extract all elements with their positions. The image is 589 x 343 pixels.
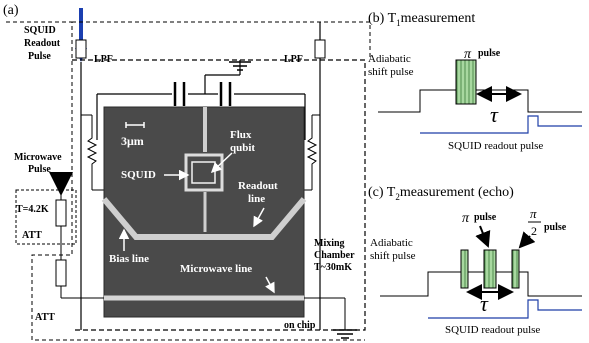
readout-line-label-1: Readout — [238, 180, 278, 192]
panel-c: (c) T2measurement (echo) Adiabatic shift… — [368, 185, 582, 336]
squid-readout-trace-c — [428, 299, 582, 319]
microwave-line-label: Microwave line — [180, 263, 252, 275]
bias-readout-trace — [101, 197, 307, 240]
ground-icon-top — [229, 61, 251, 71]
lpf-right-box — [314, 39, 326, 59]
pi-half-pulse-label: pulse — [544, 222, 567, 233]
pi-symbol-b: π — [464, 47, 472, 62]
mixing-chamber-label-3: T~30mK — [314, 262, 352, 273]
flux-qubit-pointer — [210, 152, 233, 174]
pi-pulse-label-b: pulse — [478, 48, 501, 59]
squid-readout-label-b: SQUID readout pulse — [448, 140, 543, 152]
mixing-chamber-label-1: Mixing — [314, 238, 345, 249]
shift-pulse-b — [378, 89, 486, 113]
panel-a-label: (a) — [3, 3, 19, 18]
lpf-left-box — [75, 39, 87, 59]
adiabatic-label-c-1: Adiabatic — [370, 237, 413, 249]
resistor-right — [306, 130, 318, 170]
stage-4k-boundary — [6, 21, 365, 341]
temperature-label: T=4.2K — [16, 204, 49, 215]
microwave-line-pointer — [265, 276, 275, 294]
att-bottom-label: ATT — [35, 312, 55, 323]
lpf-right-label: LPF — [284, 54, 303, 65]
pi-symbol-c: π — [462, 211, 470, 226]
tau-label-b: τ — [490, 102, 499, 127]
squid-readout-label-1: SQUID — [24, 25, 56, 36]
panel-a: (a) SQUID Readout Pulse LPF LPF — [3, 3, 371, 341]
squid-readout-trace-b — [420, 115, 582, 134]
panel-b-title: (b) T1measurement — [368, 11, 475, 28]
ground-icon-bottom — [333, 329, 357, 339]
resistor-left — [86, 130, 98, 170]
scale-bar-label: 3μm — [121, 134, 144, 148]
adiabatic-label-b-2: shift pulse — [368, 66, 414, 78]
pi-half-den: 2 — [531, 224, 537, 238]
mixing-chamber-boundary — [72, 59, 366, 331]
att-top-label: ATT — [22, 230, 42, 241]
squid-readout-label-2: Readout — [24, 38, 61, 49]
bias-line-label: Bias line — [109, 253, 149, 265]
adiabatic-label-b-1: Adiabatic — [368, 53, 411, 65]
pi-half-pulse-1 — [460, 249, 469, 289]
att-top-box — [55, 199, 67, 227]
mixing-chamber-label-2: Chamber — [314, 250, 355, 261]
squid-readout-label-c: SQUID readout pulse — [445, 324, 540, 336]
shift-pulse-c — [380, 271, 582, 297]
microwave-pulse-label-1: Microwave — [14, 152, 62, 163]
lpf-left-label: LPF — [94, 54, 113, 65]
pi-pulse-c — [483, 249, 497, 289]
stage-4k-top — [72, 21, 371, 60]
att-4k-box — [15, 189, 77, 245]
readout-line-label-2: line — [248, 193, 265, 205]
panel-c-title: (c) T2measurement (echo) — [368, 185, 514, 202]
on-chip-label: on chip — [284, 320, 316, 331]
squid-label: SQUID — [121, 169, 156, 181]
panel-b: (b) T1measurement Adiabatic shift pulse … — [368, 11, 582, 152]
pi-half-pulse-2 — [511, 249, 520, 289]
pi-half-num: π — [530, 206, 537, 221]
pi-pulse-pointer-c — [475, 225, 491, 248]
tau-label-c: τ — [480, 291, 489, 316]
readout-line-pointer — [253, 207, 265, 228]
att-bottom-box — [55, 259, 67, 287]
squid-readout-label-3: Pulse — [28, 51, 51, 62]
microwave-pulse-label-2: Pulse — [28, 164, 51, 175]
flux-qubit-label-2: qubit — [230, 142, 255, 154]
pi-pulse-label-c: pulse — [474, 212, 497, 223]
pi-half-pointer — [518, 231, 536, 249]
flux-qubit-label-1: Flux — [230, 129, 252, 141]
pi-pulse-b — [455, 59, 477, 105]
adiabatic-label-c-2: shift pulse — [370, 250, 416, 262]
